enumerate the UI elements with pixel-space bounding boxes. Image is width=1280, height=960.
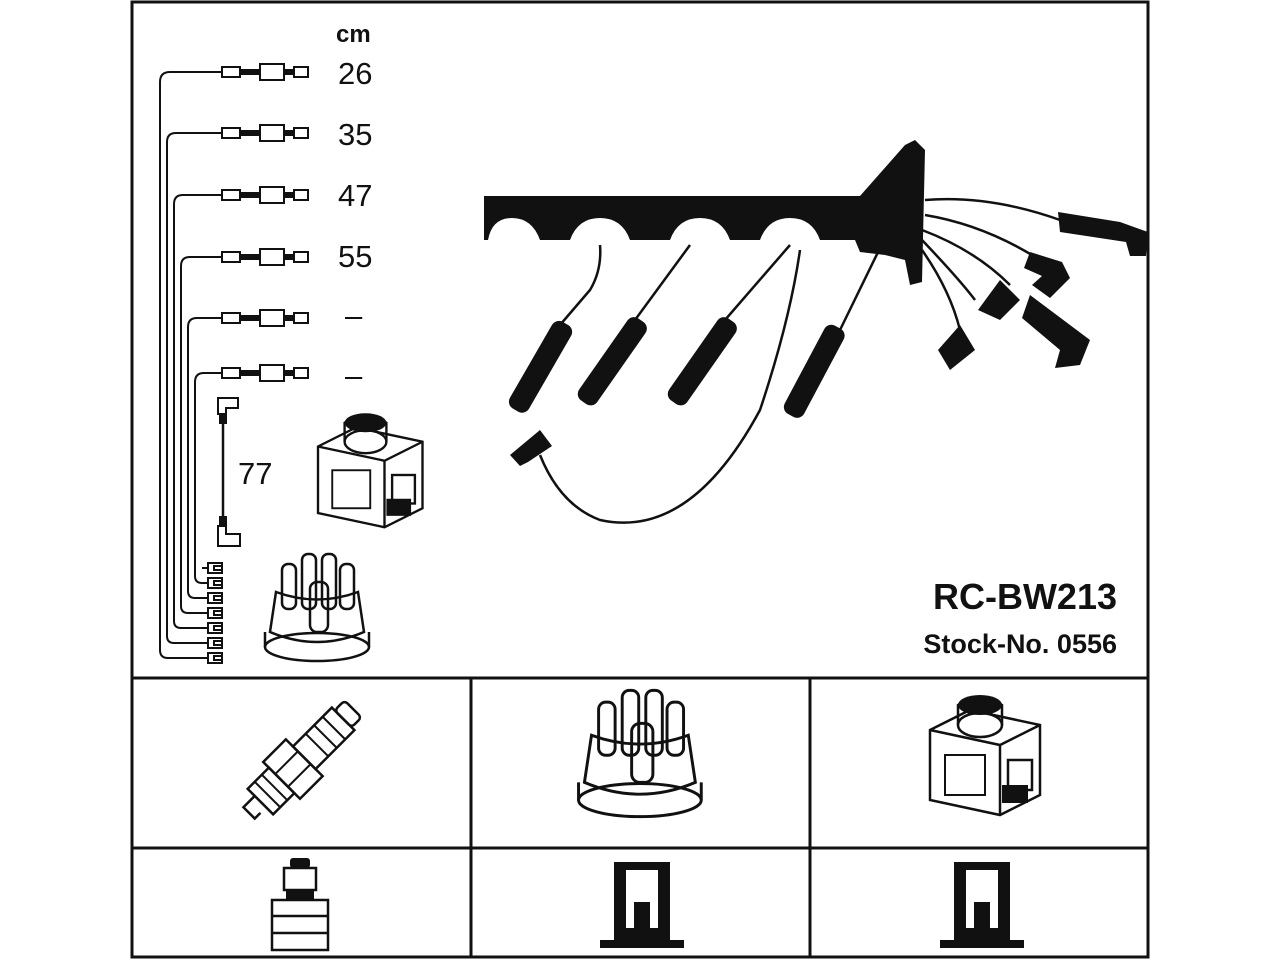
- plug-boot: [978, 280, 1020, 320]
- lead-length-label: –: [345, 358, 363, 393]
- distributor-cap-icon: [577, 688, 703, 819]
- plug-boot: [1024, 252, 1070, 298]
- unit-label: cm: [336, 21, 371, 48]
- plug-boot: [783, 324, 845, 418]
- plug-boot: [1022, 295, 1090, 368]
- diagram-frame: [130, 0, 1150, 959]
- part-number: RC-BW213: [933, 576, 1117, 617]
- plug-terminal-icon: [270, 858, 330, 952]
- plug-boot: [577, 317, 647, 406]
- spark-plug-icon: [241, 700, 362, 821]
- lead-length-label: 47: [338, 178, 372, 213]
- ignition-coil-icon: [316, 413, 424, 529]
- plug-boot: [667, 317, 737, 406]
- plug-boot: [1058, 212, 1148, 256]
- bundle-end-connectors: [207, 562, 223, 664]
- cap-terminal-icon: [600, 862, 684, 948]
- ignition-coil-icon: [928, 695, 1042, 817]
- lead-connectors: [221, 63, 309, 382]
- plug-boot: [510, 430, 552, 466]
- lead-bundle-wires: [159, 71, 222, 659]
- distributor-cap-icon: [263, 552, 371, 663]
- coil-lead-length-label: 77: [238, 456, 272, 491]
- coil-terminal-icon: [940, 862, 1024, 948]
- stock-number: Stock-No. 0556: [923, 629, 1117, 659]
- lead-list: 26 35 47 55 – –: [159, 56, 372, 664]
- lead-length-label: 35: [338, 117, 372, 152]
- lead-set-assembly: [484, 140, 1148, 524]
- coil-lead: 77: [217, 397, 272, 547]
- plug-boot: [508, 320, 573, 413]
- lead-length-label: –: [345, 298, 363, 333]
- lead-length-label: 55: [338, 239, 372, 274]
- lead-length-label: 26: [338, 56, 372, 91]
- plug-boot: [938, 325, 975, 370]
